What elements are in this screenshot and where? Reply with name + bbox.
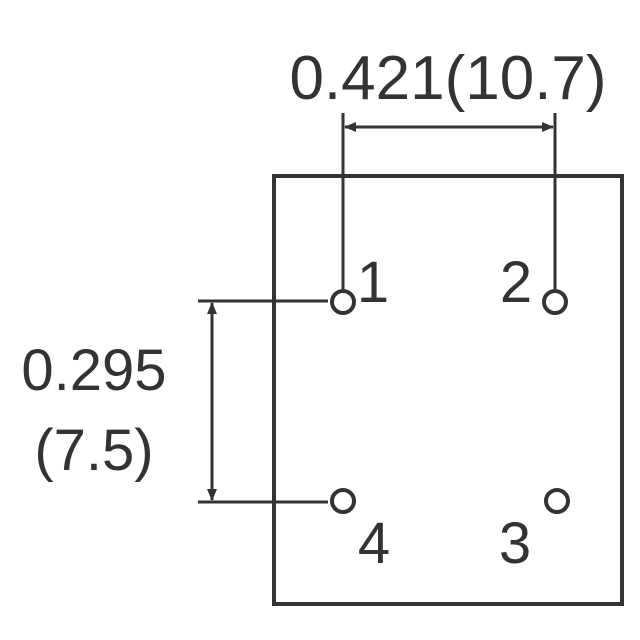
pin-2-hole <box>542 289 568 315</box>
horizontal-dimension-label: 0.421(10.7) <box>289 44 606 113</box>
pin-3-label: 3 <box>499 511 531 576</box>
pin-4-hole <box>330 488 356 514</box>
package-outline <box>272 174 624 606</box>
pin-4-label: 4 <box>358 511 390 576</box>
pin-2-label: 2 <box>500 250 532 315</box>
pin-1-hole <box>330 289 356 315</box>
pin-1-label: 1 <box>357 250 389 315</box>
pin-3-hole <box>544 488 570 514</box>
vertical-dimension-label-metric: (7.5) <box>34 418 153 483</box>
vertical-dimension-label-value: 0.295 <box>21 338 166 403</box>
